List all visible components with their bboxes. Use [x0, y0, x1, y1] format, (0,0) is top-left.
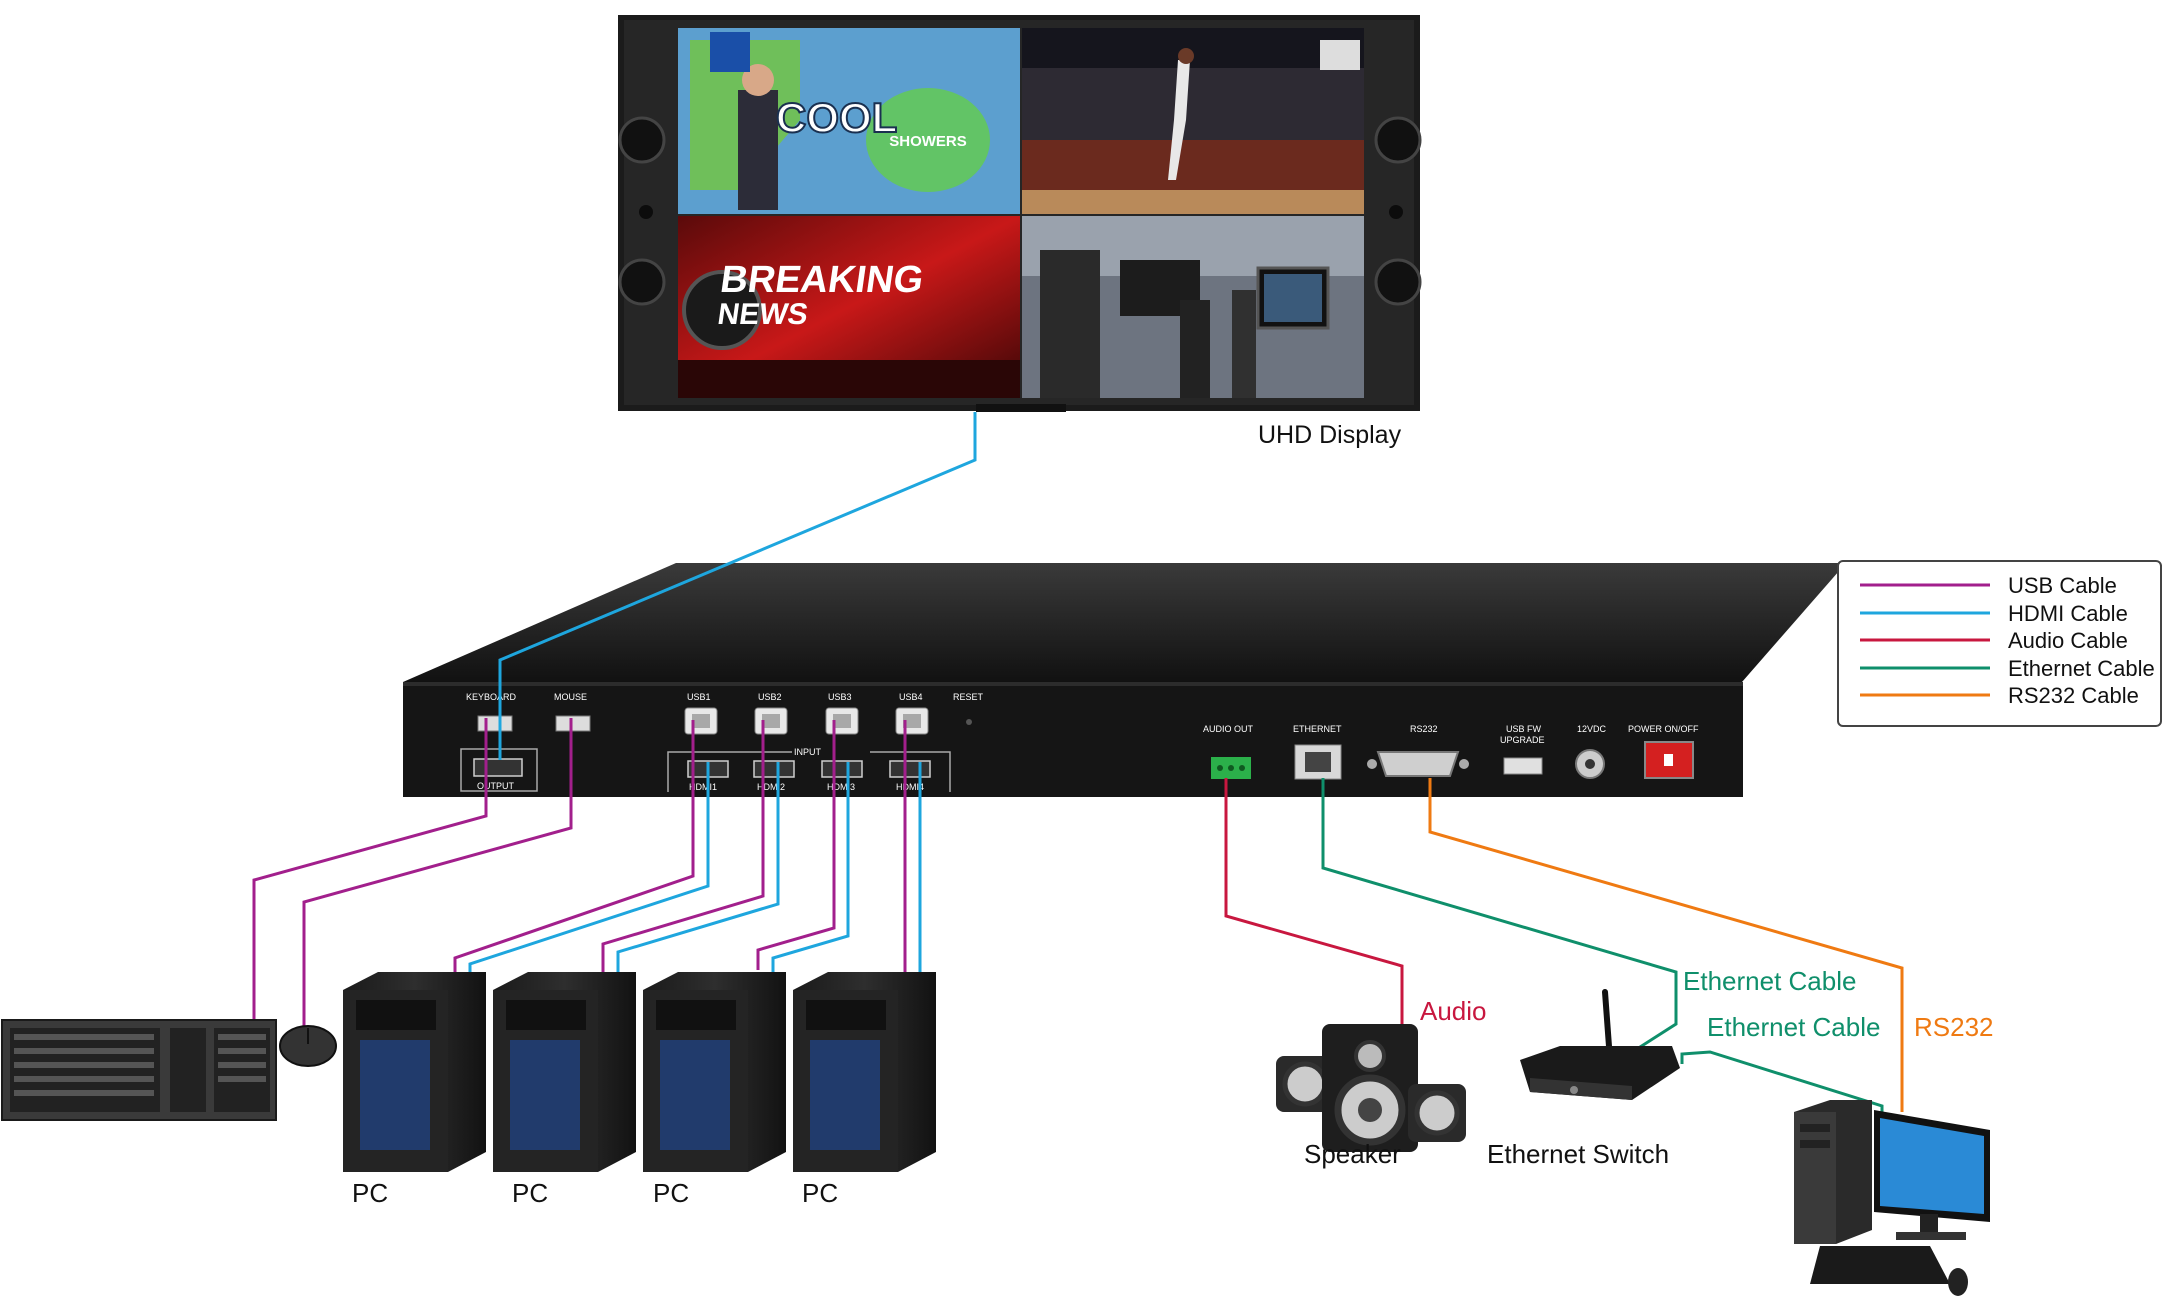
keyboard: [1, 1019, 277, 1121]
mouse-usb-port: [555, 715, 591, 732]
pc-label: PC: [653, 1178, 689, 1208]
port-label-ethernet: ETHERNET: [1293, 724, 1342, 734]
cable-legend: USB Cable HDMI Cable Audio Cable Etherne…: [1837, 560, 2162, 727]
legend-label-hdmi: HDMI Cable: [2008, 601, 2128, 626]
speaker-knob-icon: [1374, 258, 1422, 306]
mouse: [279, 1025, 337, 1067]
tile-weather-headline: COOL: [776, 94, 897, 141]
port-label-hdmi1: HDMI1: [689, 782, 717, 792]
keyboard-usb-port: [477, 715, 513, 732]
ethernet-cable-device: [1321, 778, 1678, 1058]
audio-cable: [1224, 778, 1404, 1024]
pc-tower: [343, 972, 486, 1172]
tile-news-line-1: BREAKING: [718, 258, 927, 301]
pc-tower: [793, 972, 936, 1172]
port-label-usb-fw: USB FW: [1506, 724, 1542, 734]
cables: [252, 412, 1904, 1124]
usb-cable-mouse: [302, 718, 573, 1026]
tile-camera-crew: [1022, 216, 1364, 398]
tile-weather: COOL SHOWERS: [678, 28, 1020, 214]
port-label-rs232: RS232: [1410, 724, 1438, 734]
port-label-mouse: MOUSE: [554, 692, 587, 702]
port-label-usb3: USB3: [828, 692, 852, 702]
legend-label-rs232: RS232 Cable: [2008, 683, 2139, 708]
reset-button: [966, 719, 972, 725]
port-label-audio-out: AUDIO OUT: [1203, 724, 1254, 734]
usb-cable-pc3: [756, 720, 836, 970]
tile-basketball: [1022, 28, 1364, 214]
port-label-hdmi2: HDMI2: [757, 782, 785, 792]
usb-fw-upgrade-port: [1503, 757, 1543, 775]
speaker-knob-icon: [1374, 116, 1422, 164]
pc-label: PC: [512, 1178, 548, 1208]
usb-b-port: [754, 707, 788, 735]
usb-b-port: [895, 707, 929, 735]
port-label-upgrade: UPGRADE: [1500, 735, 1545, 745]
pc-tower: [493, 972, 636, 1172]
uhd-display: COOL SHOWERS BREAKING NEWS: [618, 15, 1422, 449]
speaker-knob-icon: [618, 258, 666, 306]
hdmi-cable-display: [498, 412, 977, 760]
usb-cable-keyboard: [252, 718, 488, 1022]
ethernet-switch: [1520, 989, 1680, 1100]
port-label-output: OUTPUT: [477, 781, 515, 791]
port-label-keyboard: KEYBOARD: [466, 692, 517, 702]
port-label-hdmi3: HDMI3: [827, 782, 855, 792]
pc-label: PC: [802, 1178, 838, 1208]
port-label-input: INPUT: [794, 747, 822, 757]
rs232-db9-port: [1376, 751, 1460, 777]
usb-cable-pc2: [601, 720, 765, 972]
tile-breaking-news: BREAKING NEWS: [678, 216, 1020, 398]
pc-label: PC: [352, 1178, 388, 1208]
ethernet-cable-label-1: Ethernet Cable: [1683, 966, 1856, 996]
control-pc: [1794, 1100, 1990, 1296]
usb-b-port: [825, 707, 859, 735]
pc-tower: [643, 972, 786, 1172]
audio-cable-label: Audio: [1420, 996, 1487, 1026]
hdmi-cable-pc3: [771, 762, 850, 972]
speaker-knob-icon: [618, 116, 666, 164]
legend-label-audio: Audio Cable: [2008, 628, 2128, 653]
ethernet-cable-label-2: Ethernet Cable: [1707, 1012, 1880, 1042]
ethernet-switch-label: Ethernet Switch: [1487, 1139, 1669, 1169]
ethernet-port: [1294, 744, 1342, 780]
port-label-12vdc: 12VDC: [1577, 724, 1607, 734]
port-label-usb1: USB1: [687, 692, 711, 702]
hdmi-input-port: [889, 760, 931, 778]
multiviewer-kvm-unit: KEYBOARD MOUSE OUTPUT USB1 USB2 USB3 USB…: [403, 563, 1846, 797]
hdmi-cable-pc2: [616, 762, 780, 974]
port-label-hdmi4: HDMI4: [896, 782, 924, 792]
hdmi-input-port: [821, 760, 863, 778]
rs232-cable-label: RS232: [1914, 1012, 1994, 1042]
tile-news-line-2: NEWS: [715, 298, 810, 331]
hdmi-cable-pc1: [468, 762, 710, 976]
speaker-system: [1276, 1024, 1466, 1152]
hdmi-output-port: [473, 758, 523, 777]
tile-weather-tag: SHOWERS: [889, 133, 967, 150]
port-label-usb2: USB2: [758, 692, 782, 702]
legend-label-usb: USB Cable: [2008, 573, 2117, 598]
legend-label-ethernet: Ethernet Cable: [2008, 656, 2155, 681]
rs232-cable: [1428, 778, 1904, 1112]
usb-cable-pc1: [453, 720, 695, 974]
speaker-label: Speaker: [1304, 1139, 1401, 1169]
port-label-usb4: USB4: [899, 692, 923, 702]
hdmi-input-port: [753, 760, 795, 778]
port-label-reset: RESET: [953, 692, 984, 702]
display-label: UHD Display: [1258, 421, 1402, 449]
usb-b-port: [684, 707, 718, 735]
port-label-power: POWER ON/OFF: [1628, 724, 1699, 734]
